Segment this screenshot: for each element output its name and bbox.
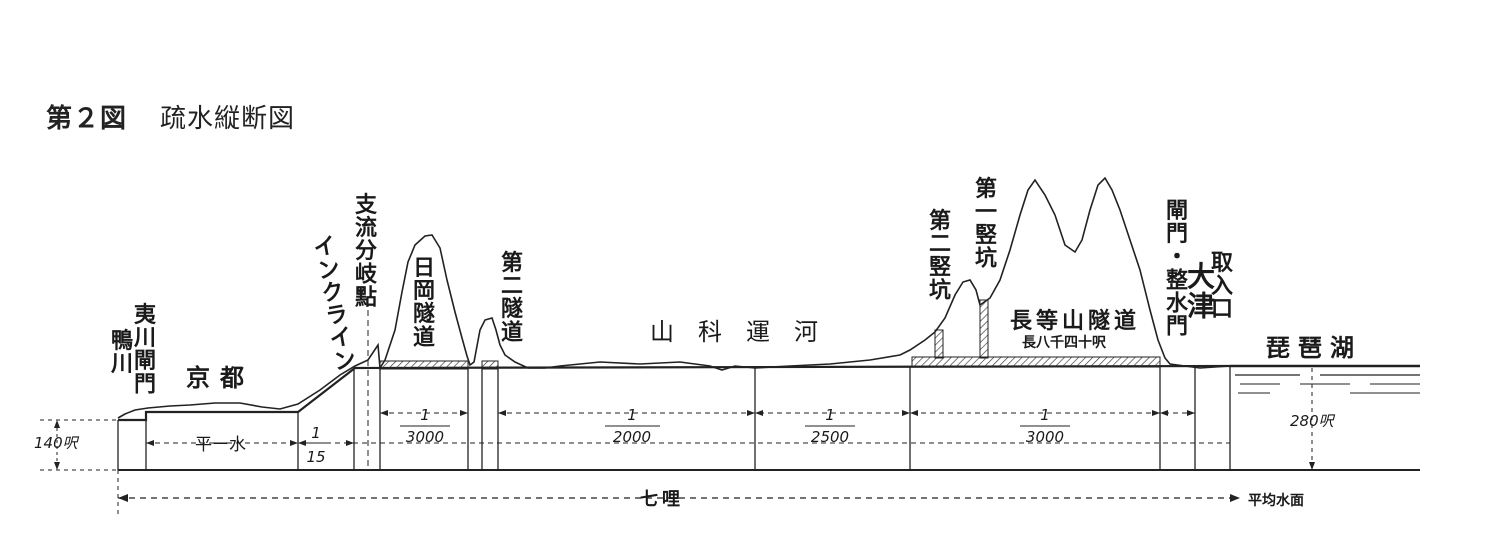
figure-number: 第２図 (46, 104, 128, 134)
label-flat: 平ー水 (195, 435, 246, 455)
g4-den: 3000 (1026, 428, 1064, 446)
terrain-profile (117, 176, 1231, 419)
label-otsu: 大津 (1187, 260, 1215, 322)
g1-num: 1 (420, 406, 430, 424)
g1-den: 3000 (406, 428, 444, 446)
label-biwa-lake: 琵琶湖 (1266, 334, 1362, 362)
label-kyoto: 京都 (186, 364, 254, 392)
incline-grad-num: 1 (311, 424, 321, 442)
hinooka-tunnel-block (379, 360, 469, 370)
figure-title: 疏水縦断図 (160, 104, 296, 134)
label-first-shaft: 第一竪坑 (975, 176, 997, 271)
label-mean-level: 平均水面 (1248, 492, 1304, 509)
label-seven-miles: 七哩 (640, 489, 684, 510)
canal-level (118, 364, 1231, 422)
label-incline: インクライン (312, 233, 358, 375)
right-height-value: 280呎 (1290, 412, 1336, 430)
left-height-value: 140呎 (34, 434, 80, 452)
label-kamogawa: 鴨川 (110, 329, 133, 377)
second-shaft (934, 329, 944, 359)
label-okawa-gate: 夷川閘門 (133, 302, 157, 397)
g2-den: 2000 (613, 428, 651, 446)
g2-num: 1 (627, 406, 637, 424)
g3-num: 1 (825, 406, 835, 424)
label-yamashina-canal: 山科運河 (650, 318, 842, 346)
label-nagara-length: 長八千四十呎 (1022, 334, 1107, 351)
label-intake: 取入口 (1211, 251, 1233, 322)
g3-den: 2500 (811, 428, 849, 446)
label-hinooka-tunnel: 日岡隧道 (413, 256, 435, 350)
first-shaft (979, 299, 989, 359)
label-nagara-tunnel: 長等山隧道 (1010, 308, 1140, 334)
label-second-tunnel: 第二隧道 (501, 250, 523, 345)
label-gate-water: 閘門・整水門 (1166, 199, 1189, 340)
label-branch-point: 支流分岐點 (355, 193, 378, 310)
label-second-shaft: 第二竪坑 (929, 208, 951, 303)
section-lines (117, 366, 1231, 470)
incline-grad-den: 15 (306, 448, 325, 466)
g4-num: 1 (1040, 406, 1050, 424)
nagara-tunnel-block (911, 356, 1161, 368)
second-tunnel-block (481, 360, 499, 370)
